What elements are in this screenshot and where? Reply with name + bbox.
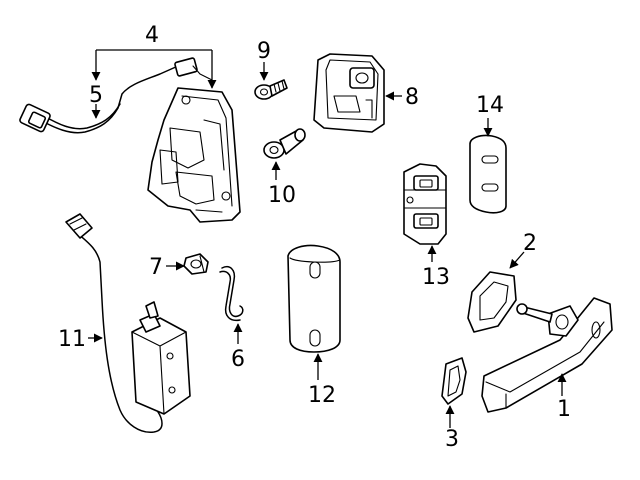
leader-2: [509, 251, 525, 269]
callout-1: 1: [557, 397, 571, 422]
callout-9: 9: [257, 39, 271, 64]
handle-bracket: [403, 163, 447, 245]
latch-assembly: [147, 87, 241, 223]
latch-wire-harness: [19, 57, 213, 134]
callout-14: 14: [476, 93, 504, 118]
rod-clip: [183, 253, 209, 275]
handle-gasket-front: [441, 357, 467, 405]
callout-5: 5: [89, 83, 103, 108]
callout-13: 13: [422, 265, 450, 290]
striker-bracket: [313, 53, 385, 133]
callout-3: 3: [445, 427, 459, 452]
callout-4: 4: [145, 23, 159, 48]
callout-6: 6: [231, 347, 245, 372]
lock-actuator: [65, 213, 191, 433]
callout-11: 11: [58, 327, 86, 352]
exterior-handle: [481, 297, 613, 413]
callout-12: 12: [308, 383, 336, 408]
insulator-pad: [287, 244, 341, 353]
callout-7: 7: [149, 255, 163, 280]
lock-rod: [219, 266, 244, 322]
callout-10: 10: [268, 183, 296, 208]
leader-lines: [88, 49, 567, 428]
callout-labels: 4 5 9 10 8 14 13 2 1 3 7 6 11 12: [58, 23, 571, 452]
bolt: [254, 79, 288, 100]
seal-pad: [469, 134, 507, 214]
callout-8: 8: [405, 85, 419, 110]
handle-gasket-rear: [467, 271, 517, 333]
callout-2: 2: [523, 231, 537, 256]
striker-pin: [263, 128, 306, 159]
